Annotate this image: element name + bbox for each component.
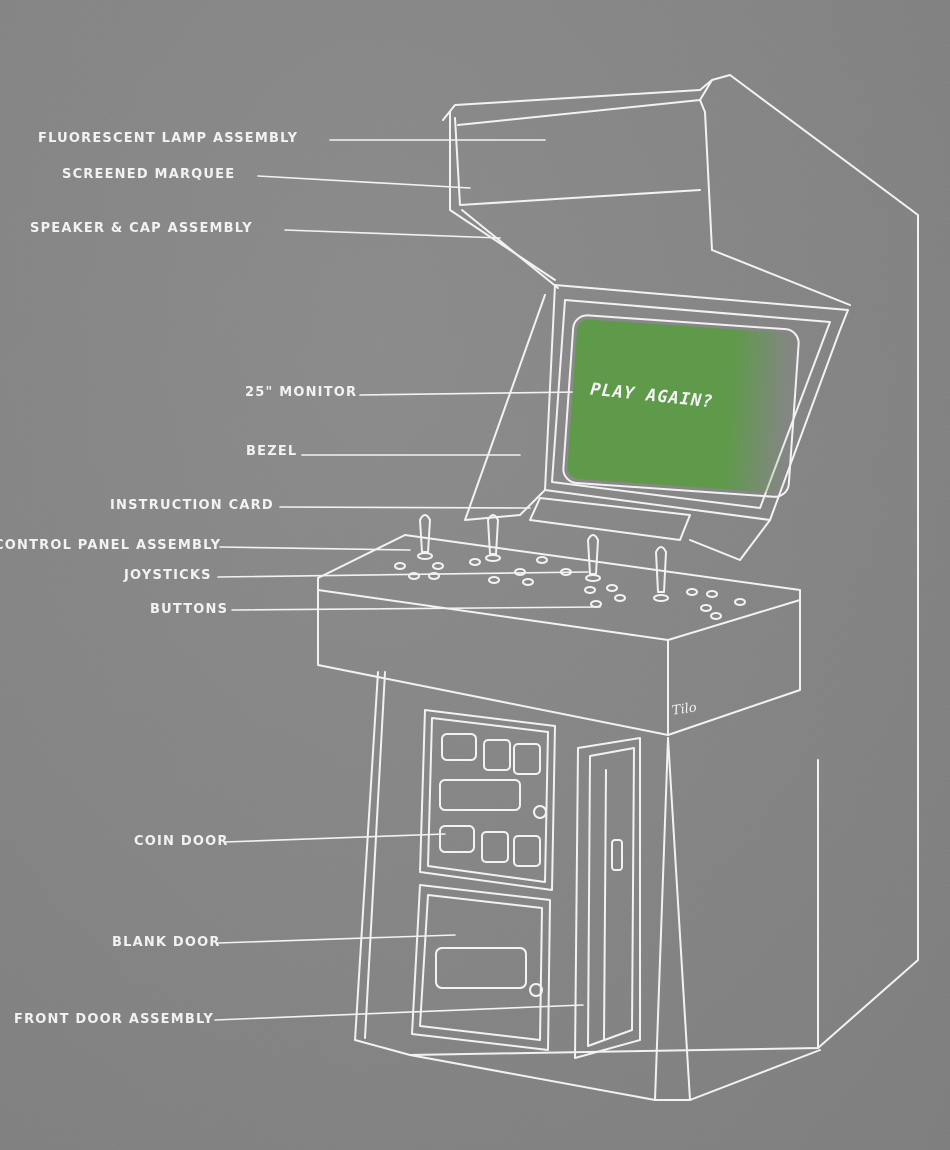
screen-outline [562,314,800,498]
lower-cabinet [354,671,821,1101]
label-monitor: 25" MONITOR [245,385,358,400]
marquee-box [442,74,919,1049]
label-control-panel: CONTROL PANEL ASSEMBLY [0,538,222,553]
label-buttons: BUTTONS [150,602,229,617]
joysticks [417,514,669,602]
monitor-housing [464,284,849,561]
label-bezel: BEZEL [246,444,298,459]
blank-door [411,884,551,1051]
label-screened-marquee: SCREENED MARQUEE [62,167,236,182]
buttons [394,556,746,620]
label-speaker-cap: SPEAKER & CAP ASSEMBLY [30,221,253,236]
side-door [574,737,641,1059]
label-fluorescent-lamp: FLUORESCENT LAMP ASSEMBLY [38,131,299,146]
control-panel [317,534,801,736]
leader-lines [214,139,601,1021]
screen-fill [567,319,795,493]
label-joysticks: JOYSTICKS [124,568,212,583]
label-coin-door: COIN DOOR [134,834,229,849]
label-blank-door: BLANK DOOR [112,935,221,950]
label-instruction-card: INSTRUCTION CARD [110,498,274,513]
label-front-door: FRONT DOOR ASSEMBLY [14,1012,215,1027]
coin-door [419,709,556,891]
